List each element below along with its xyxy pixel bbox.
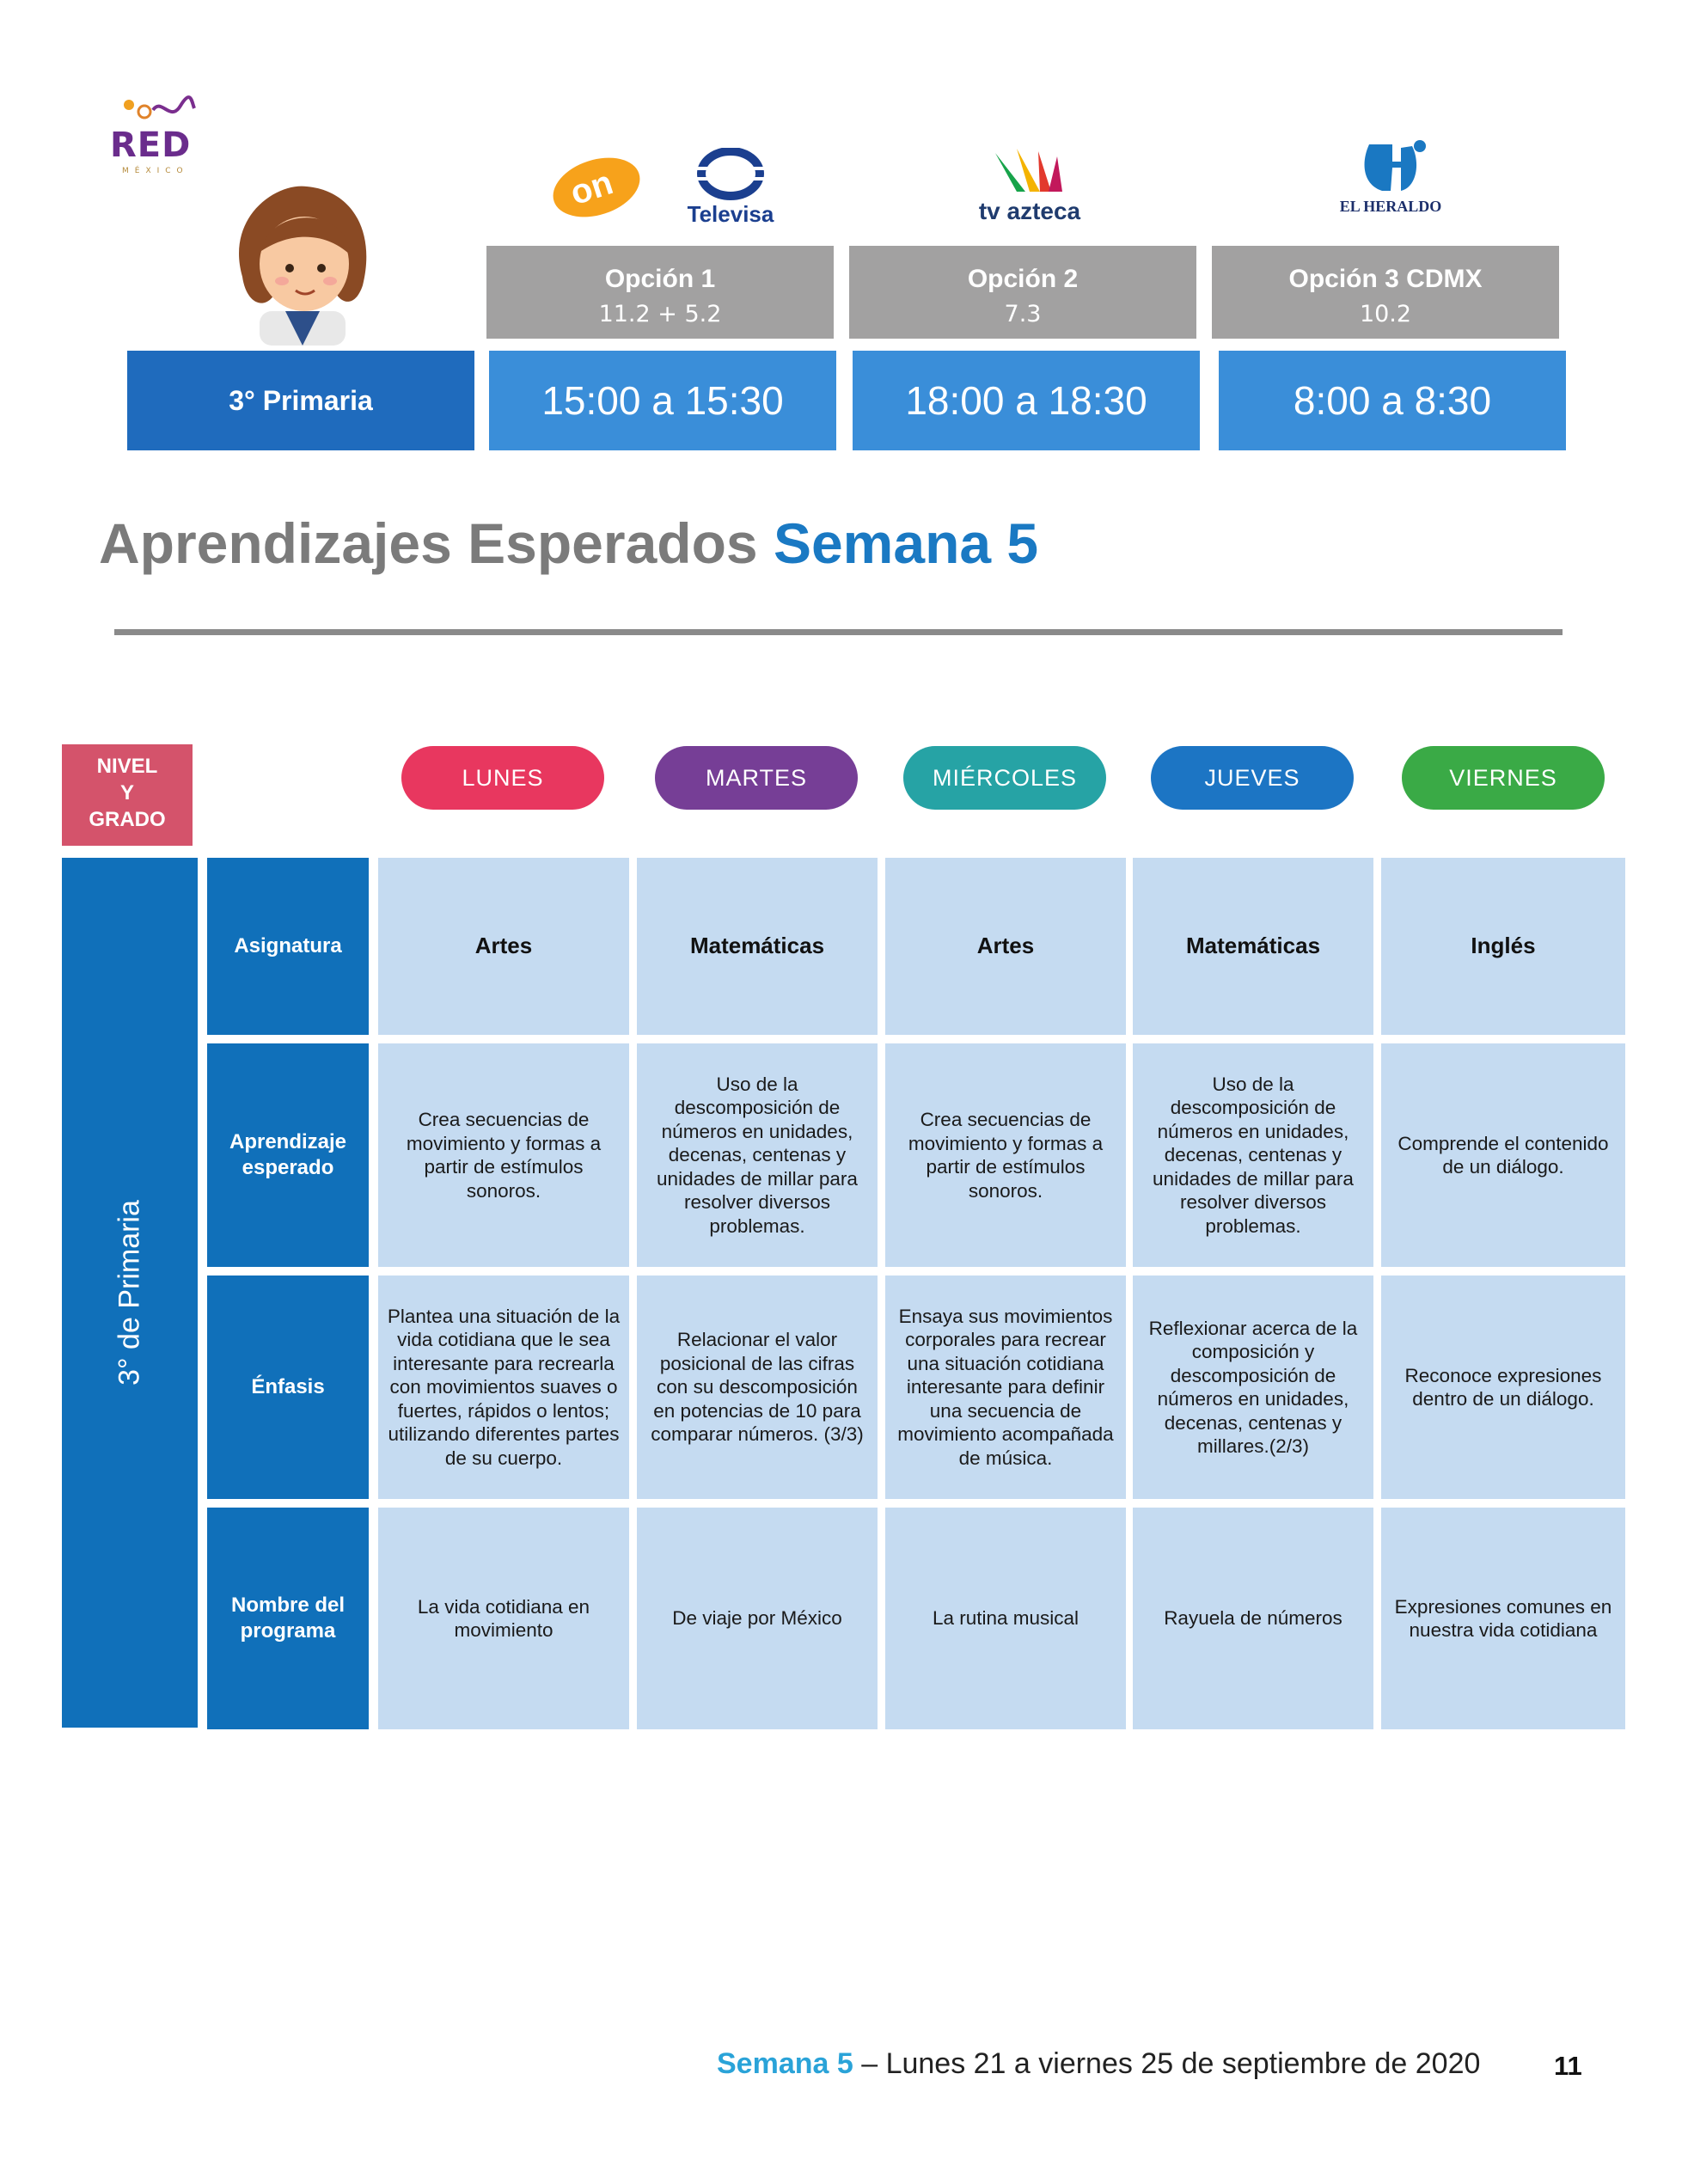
table-cell: Reconoce expresiones dentro de un diálog… — [1381, 1276, 1625, 1499]
student-avatar — [225, 182, 380, 346]
option-channels: 10.2 — [1359, 301, 1412, 327]
day-miercoles: MIÉRCOLES — [903, 746, 1106, 810]
row-header-asignatura: Asignatura — [207, 858, 369, 1035]
table-cell: La rutina musical — [885, 1508, 1126, 1729]
table-cell: Comprende el contenido de un diálogo. — [1381, 1043, 1625, 1267]
table-cell: Artes — [885, 858, 1126, 1035]
table-cell: Matemáticas — [1133, 858, 1373, 1035]
row-header-programa: Nombre del programa — [207, 1508, 369, 1729]
tv-azteca-logo: tv azteca — [978, 144, 1081, 230]
day-viernes: VIERNES — [1402, 746, 1605, 810]
option-title: Opción 3 CDMX — [1288, 265, 1483, 293]
el-heraldo-logo: EL HERALDO — [1330, 138, 1451, 223]
option-title: Opción 2 — [967, 265, 1079, 293]
once-ninos-logo: on — [547, 148, 648, 227]
heading-divider — [114, 629, 1563, 635]
televisa-logo-text: Televisa — [687, 201, 774, 227]
table-cell: Matemáticas — [637, 858, 878, 1035]
table-cell: Rayuela de números — [1133, 1508, 1373, 1729]
row-header-enfasis: Énfasis — [207, 1276, 369, 1499]
option-channels: 11.2 + 5.2 — [598, 301, 722, 327]
option-3-time: 8:00 a 8:30 — [1219, 351, 1566, 450]
table-cell: Plantea una situación de la vida cotidia… — [378, 1276, 629, 1499]
grade-side-label-wrap: 3° de Primaria — [62, 858, 198, 1728]
page-title-accent: Semana 5 — [773, 511, 1039, 575]
televisa-logo: Televisa — [679, 148, 782, 229]
footer-week: Semana 5 — [717, 2047, 853, 2080]
option-1-time: 15:00 a 15:30 — [489, 351, 836, 450]
page-title-main: Aprendizajes Esperados — [99, 511, 774, 575]
nivel-grado-label: NIVEL Y GRADO — [62, 744, 193, 846]
table-cell: De viaje por México — [637, 1508, 878, 1729]
option-2-header: Opción 2 7.3 — [849, 246, 1196, 339]
option-1-header: Opción 1 11.2 + 5.2 — [486, 246, 834, 339]
footer-dates: – Lunes 21 a viernes 25 de septiembre de… — [853, 2047, 1481, 2080]
grade-side-label: 3° de Primaria — [113, 1200, 146, 1386]
table-cell: Inglés — [1381, 858, 1625, 1035]
page-number: 11 — [1554, 2051, 1582, 2081]
table-cell: Uso de la descomposición de números en u… — [637, 1043, 878, 1267]
table-cell: Artes — [378, 858, 629, 1035]
red-logo-text: RED — [110, 125, 192, 165]
day-lunes: LUNES — [401, 746, 604, 810]
table-cell: Relacionar el valor posicional de las ci… — [637, 1276, 878, 1499]
table-cell: Crea secuencias de movimiento y formas a… — [378, 1043, 629, 1267]
option-title: Opción 1 — [604, 265, 716, 293]
red-logo-subtext: MÉXICO — [122, 167, 189, 175]
nivel-line-3: GRADO — [89, 808, 166, 831]
tv-azteca-logo-text: tv azteca — [978, 198, 1081, 224]
grade-label: 3° Primaria — [127, 351, 474, 450]
table-cell: Reflexionar acerca de la composición y d… — [1133, 1276, 1373, 1499]
footer-date-range: Semana 5 – Lunes 21 a viernes 25 de sept… — [717, 2047, 1480, 2081]
row-header-aprendizaje: Aprendizaje esperado — [207, 1043, 369, 1267]
nivel-line-2: Y — [119, 781, 134, 804]
table-cell: La vida cotidiana en movimiento — [378, 1508, 629, 1729]
table-cell: Uso de la descomposición de números en u… — [1133, 1043, 1373, 1267]
day-martes: MARTES — [655, 746, 858, 810]
table-cell: Ensaya sus movimientos corporales para r… — [885, 1276, 1126, 1499]
nivel-line-1: NIVEL — [96, 755, 158, 778]
el-heraldo-logo-text: EL HERALDO — [1339, 198, 1442, 215]
grade-side-bar — [62, 858, 198, 1728]
option-3-header: Opción 3 CDMX 10.2 — [1212, 246, 1559, 339]
table-cell: Expresiones comunes en nuestra vida coti… — [1381, 1508, 1625, 1729]
page-title: Aprendizajes Esperados Semana 5 — [99, 511, 1038, 576]
option-2-time: 18:00 a 18:30 — [853, 351, 1200, 450]
day-jueves: JUEVES — [1151, 746, 1354, 810]
red-mexico-logo: RED MÉXICO — [110, 93, 205, 179]
table-cell: Crea secuencias de movimiento y formas a… — [885, 1043, 1126, 1267]
option-channels: 7.3 — [1004, 301, 1042, 327]
